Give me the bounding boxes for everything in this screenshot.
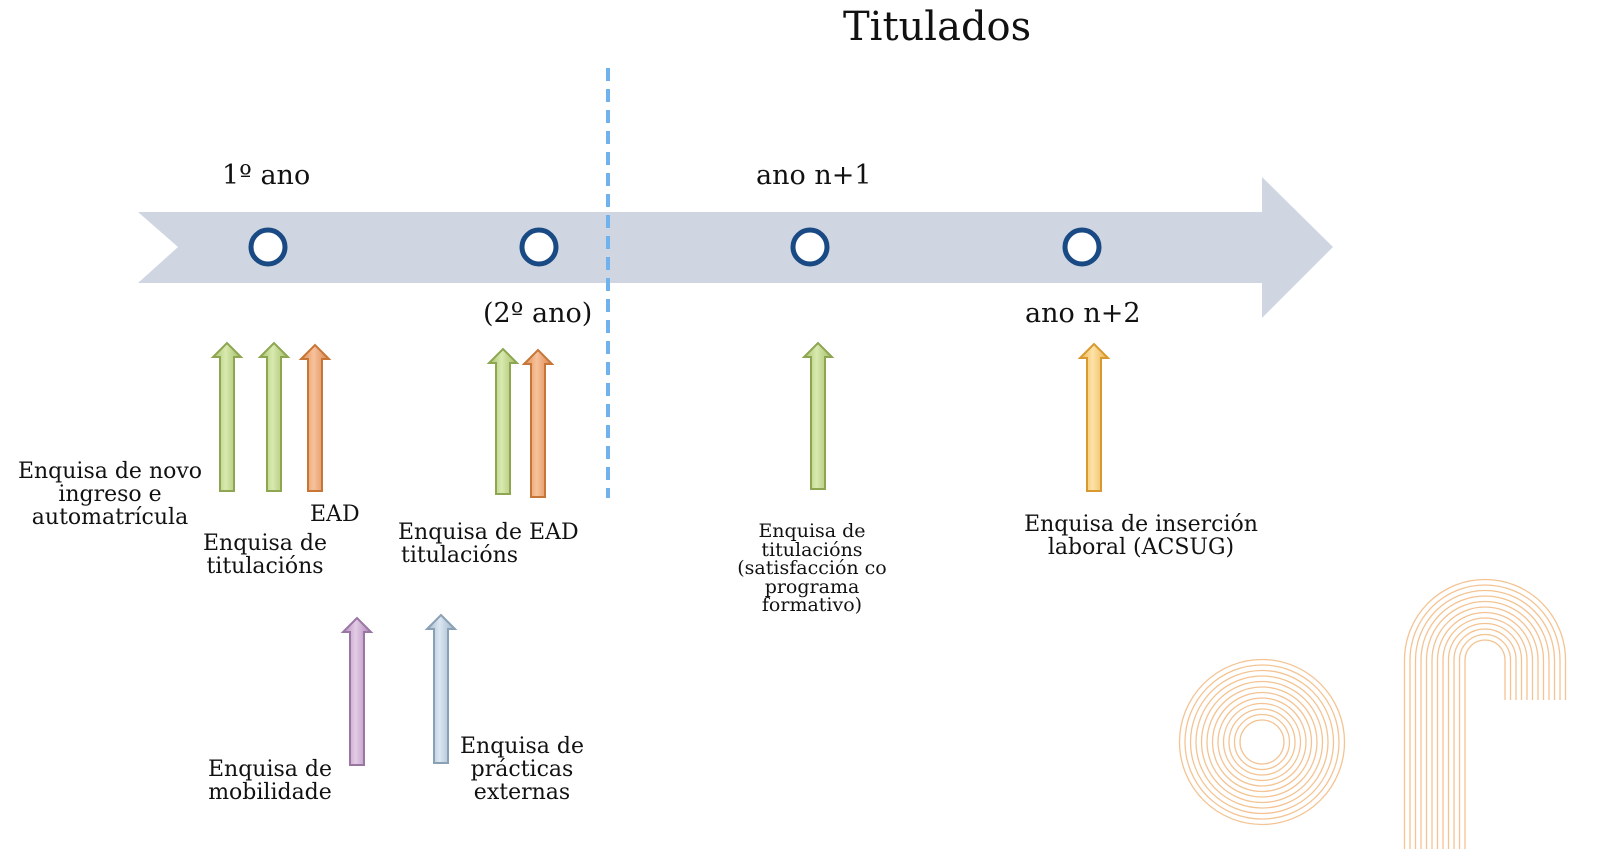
logo-arch xyxy=(1409,584,1561,849)
arrow-practicas xyxy=(424,613,458,764)
timeline-node-4 xyxy=(1062,227,1102,267)
survey-insercion-laboral: Enquisa de inserción laboral (ACSUG) xyxy=(1010,513,1272,559)
survey-ead-titulacions-2: Enquisa de EAD titulacións xyxy=(398,521,579,567)
logo-ring xyxy=(1239,719,1285,765)
logo-arch xyxy=(1403,578,1567,849)
survey-satisfaccion-line-3: (satisfacción co xyxy=(737,557,887,580)
survey-satisfaccion-line-5: formativo) xyxy=(761,594,863,617)
timeline-node-1 xyxy=(248,227,288,267)
survey-novo-ingreso-line-3: automatrícula xyxy=(31,505,189,531)
survey-practicas-line-1: Enquisa de xyxy=(459,734,585,759)
survey-satisfaccion-line-4: programa xyxy=(764,575,860,598)
logo-arch xyxy=(1425,600,1545,849)
survey-novo-ingreso-line-1: Enquisa de novo xyxy=(17,459,203,484)
survey-mobilidade: Enquisa de mobilidade xyxy=(200,758,340,804)
logo-ring xyxy=(1184,664,1340,820)
page-title: Titulados xyxy=(843,4,1032,50)
logo-arch xyxy=(1453,628,1517,849)
survey-satisfaccion-line-2: titulacións xyxy=(761,538,863,561)
arrow-novo-ingreso xyxy=(210,341,244,492)
logo-arch xyxy=(1447,622,1523,849)
logo-ring xyxy=(1189,669,1335,815)
label-2o-ano: (2º ano) xyxy=(483,298,593,329)
logo-ring xyxy=(1228,708,1296,776)
arrow-ead-1 xyxy=(298,343,332,492)
logo-arch xyxy=(1458,633,1512,849)
arrow-titulacions-1 xyxy=(257,341,291,492)
survey-ead-titulacions-2-line-1: Enquisa de EAD xyxy=(398,520,579,545)
survey-novo-ingreso-line-2: ingreso e xyxy=(58,482,162,508)
survey-mobilidade-line-2: mobilidade xyxy=(208,780,332,806)
arrow-insercion-laboral xyxy=(1077,342,1111,492)
survey-titulacions-1: Enquisa de titulacións xyxy=(195,532,335,578)
arrow-ead-2 xyxy=(521,348,555,498)
survey-titulacions-1-line-1: Enquisa de xyxy=(202,531,328,556)
label-ano-n2: ano n+2 xyxy=(1025,298,1141,329)
survey-titulacions-satisfaccion: Enquisa de titulacións (satisfacción co … xyxy=(727,522,897,615)
survey-mobilidade-line-1: Enquisa de xyxy=(207,757,333,782)
survey-insercion-line-2: laboral (ACSUG) xyxy=(1047,535,1235,561)
logo-arch xyxy=(1442,617,1528,849)
logo-ring xyxy=(1211,691,1313,793)
logo-arch xyxy=(1414,589,1556,849)
survey-practicas-line-3: externas xyxy=(473,780,571,806)
arrow-titulacions-2 xyxy=(486,347,520,495)
logo-ring xyxy=(1195,675,1329,809)
survey-satisfaccion-line-1: Enquisa de xyxy=(758,520,866,542)
survey-novo-ingreso: Enquisa de novo ingreso e automatrícula xyxy=(10,460,210,529)
timeline-band xyxy=(138,177,1333,318)
arrow-titulacions-satis xyxy=(801,341,835,490)
survey-ead-titulacions-2-line-2: titulacións xyxy=(401,543,519,569)
logo xyxy=(1178,578,1567,849)
logo-arch xyxy=(1436,611,1534,849)
logo-ring xyxy=(1233,713,1291,771)
arrow-mobilidade xyxy=(340,616,374,766)
survey-titulacions-1-line-2: titulacións xyxy=(206,554,324,580)
label-1o-ano: 1º ano xyxy=(222,160,311,191)
logo-ring xyxy=(1217,697,1307,787)
survey-insercion-line-1: Enquisa de inserción xyxy=(1024,512,1258,537)
logo-arch xyxy=(1431,606,1539,849)
logo-arch xyxy=(1420,595,1550,849)
survey-practicas-line-2: prácticas xyxy=(470,757,574,783)
logo-ring xyxy=(1200,680,1324,804)
logo-ring xyxy=(1222,702,1302,782)
logo-ring xyxy=(1178,658,1346,826)
survey-practicas-externas: Enquisa de prácticas externas xyxy=(452,735,592,804)
timeline-node-2 xyxy=(519,227,559,267)
logo-ring xyxy=(1206,686,1318,798)
label-ano-n1: ano n+1 xyxy=(756,160,872,191)
survey-ead-1: EAD xyxy=(310,502,360,527)
timeline-node-3 xyxy=(790,227,830,267)
logo-arch xyxy=(1464,639,1506,849)
